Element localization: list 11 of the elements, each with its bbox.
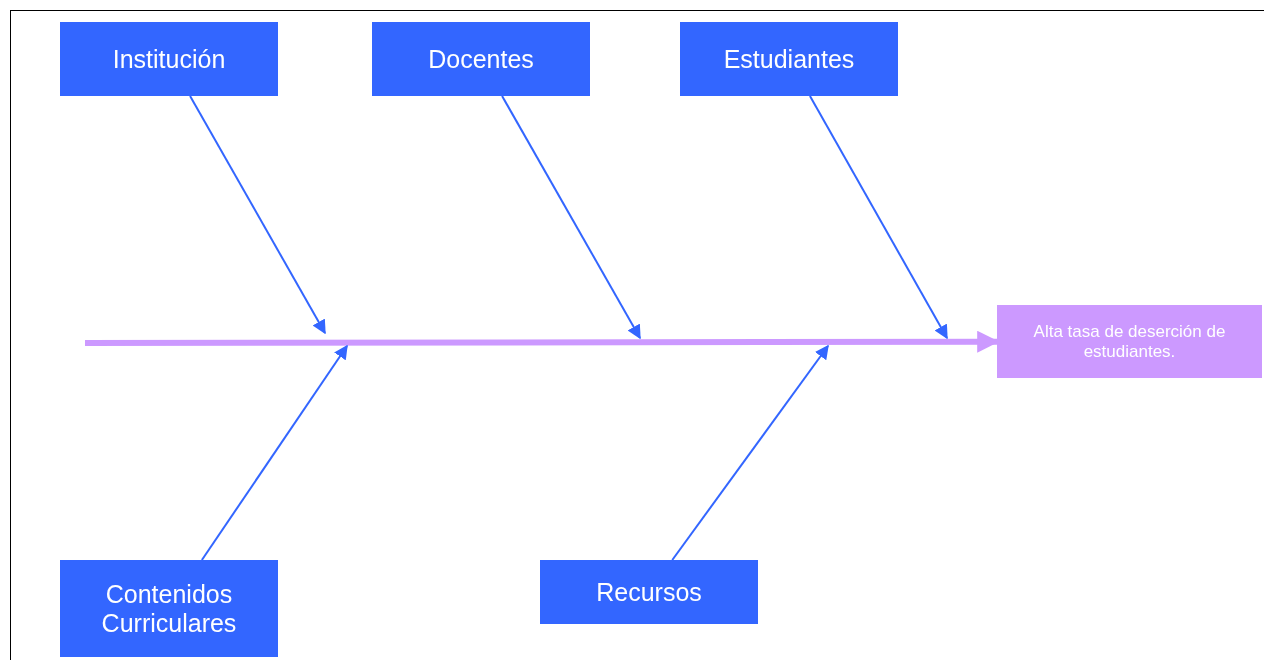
arrow <box>189 95 326 335</box>
cause-box: Docentes <box>372 22 590 96</box>
cause-box: Estudiantes <box>680 22 898 96</box>
effect-box: Alta tasa de deserción de estudiantes. <box>997 305 1262 378</box>
cause-box: Institución <box>60 22 278 96</box>
arrow <box>671 344 829 561</box>
arrow <box>200 344 348 561</box>
cause-box: Contenidos Curriculares <box>60 560 278 657</box>
cause-box: Recursos <box>540 560 758 624</box>
arrow <box>501 95 641 340</box>
arrow <box>808 95 948 340</box>
